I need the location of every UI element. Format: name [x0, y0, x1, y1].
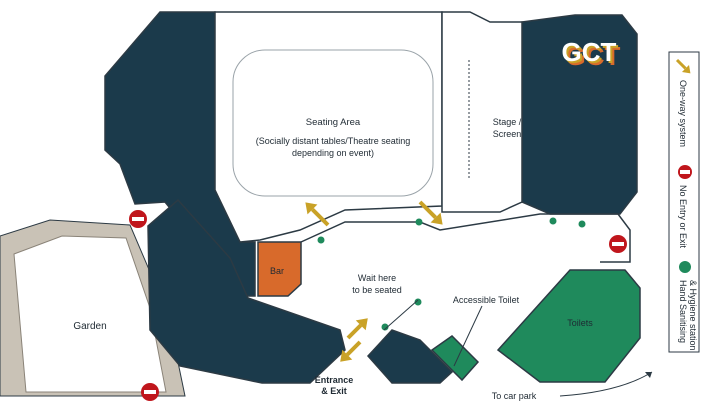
stage-label-1: Stage / — [493, 117, 522, 127]
legend-sanitising-icon — [679, 261, 691, 273]
wait-label-1: Wait here — [358, 273, 396, 283]
seating-inner — [232, 49, 434, 197]
sanitising-station — [317, 236, 325, 244]
entrance-label-2: & Exit — [321, 386, 347, 396]
gct-logo: GCT GCT GCT — [562, 37, 621, 71]
bar-label: Bar — [270, 266, 284, 276]
entrance-label-1: Entrance — [315, 375, 354, 385]
stage-area — [441, 11, 523, 213]
accessible-toilet — [430, 335, 480, 382]
svg-text:GCT: GCT — [562, 37, 617, 67]
stage-label-2: Screen — [493, 129, 522, 139]
legend-box — [668, 51, 700, 353]
svg-text:GCT: GCT — [566, 41, 621, 71]
legend-no-entry-label: No Entry or Exit — [678, 185, 688, 249]
one-way-arrow-4 — [340, 340, 362, 362]
toilets-label: Toilets — [567, 318, 593, 328]
one-way-arrow-2 — [418, 200, 443, 225]
legend-no-entry-icon — [678, 165, 692, 179]
corridor-outline — [300, 213, 631, 263]
accessible-toilet-label: Accessible Toilet — [453, 295, 520, 305]
one-way-arrow-3 — [346, 318, 368, 340]
one-way-arrow-1 — [305, 202, 330, 227]
no-entry-icon — [129, 210, 147, 228]
legend-sanitising-label-2: & Hygiene station — [688, 280, 698, 351]
legend-one-way-label: One-way system — [678, 80, 688, 147]
svg-text:GCT: GCT — [564, 39, 619, 69]
toilets-room — [496, 269, 641, 383]
wait-line — [383, 299, 419, 331]
car-park-arrow — [559, 371, 653, 397]
sanitising-station — [414, 298, 422, 306]
no-entry-icon — [141, 383, 159, 401]
right-wing — [521, 14, 638, 215]
legend-sanitising-label-1: Hand Sanitising — [678, 280, 688, 343]
seating-note-1: (Socially distant tables/Theatre seating — [256, 136, 411, 146]
no-entry-icon — [609, 235, 627, 253]
wait-label-2: to be seated — [352, 285, 402, 295]
accessible-toilet-pointer — [453, 305, 483, 367]
small-navy-room — [366, 329, 454, 384]
sanitising-station — [415, 218, 423, 226]
legend-one-way-icon — [675, 58, 691, 74]
car-park-label: To car park — [492, 391, 537, 401]
sanitising-station — [549, 217, 557, 225]
garden-label: Garden — [73, 321, 106, 332]
seating-note-2: depending on event) — [292, 148, 374, 158]
seating-title: Seating Area — [306, 117, 361, 128]
bar-room — [257, 241, 302, 297]
car-park-arrowhead-icon — [645, 372, 652, 378]
lower-left-block — [147, 198, 346, 384]
sanitising-station — [578, 220, 586, 228]
sanitising-station — [381, 323, 389, 331]
